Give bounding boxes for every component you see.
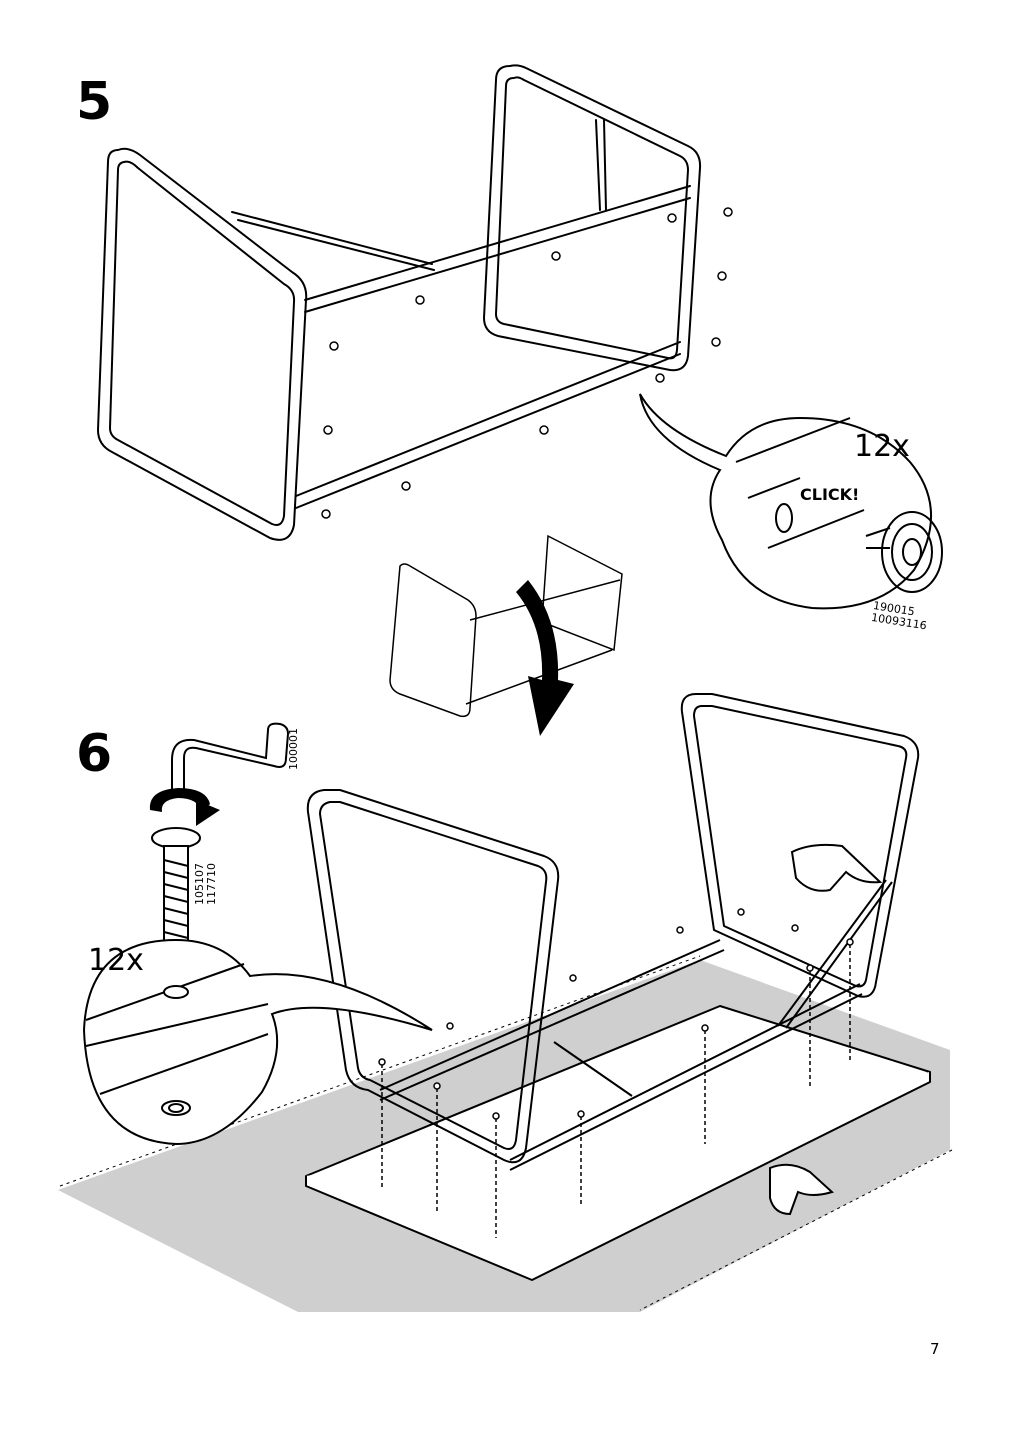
step6-rotate-arrow <box>149 788 220 826</box>
step6-screws <box>378 908 854 1238</box>
step5-cap-nuts <box>321 207 733 519</box>
step5-detail-callout <box>639 393 943 610</box>
step6-detail-callout <box>82 938 433 1146</box>
step-number-6: 6 <box>76 724 113 784</box>
click-callout-label: CLICK! <box>800 485 860 504</box>
step6-bolt <box>151 827 201 990</box>
rotate-arrow <box>516 580 574 736</box>
step6-hand-pointers <box>769 843 883 1216</box>
step6-frame-illustration <box>306 693 920 1171</box>
rotate-table-thumbnail <box>389 534 623 718</box>
step6-allen-key <box>171 722 290 790</box>
page-number: 7 <box>930 1340 940 1358</box>
step6-tabletop <box>305 1005 931 1281</box>
step5-quantity: 12x <box>854 429 910 464</box>
step5-frame-illustration <box>97 64 702 541</box>
bolt-article-numbers: 105107 117710 <box>193 863 219 905</box>
bolt-article-number-2: 117710 <box>205 863 219 905</box>
step6-quantity: 12x <box>88 943 144 978</box>
allen-key-article-number: 100001 <box>287 728 300 770</box>
step-number-5: 5 <box>76 72 113 132</box>
